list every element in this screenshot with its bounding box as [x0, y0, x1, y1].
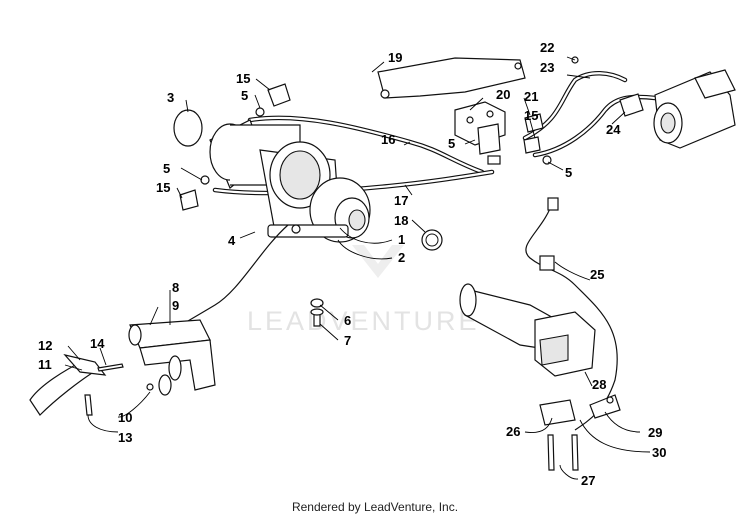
watermark: LEADVENTURE	[247, 245, 480, 336]
callout-16: 16	[381, 132, 395, 147]
callout-22: 22	[540, 40, 554, 55]
callout-14: 14	[90, 336, 105, 351]
callout-18: 18	[394, 213, 408, 228]
callout-labels: 3 15 5 5 15 16 17 18 1 2 4 6 7 8 9 10 13…	[38, 40, 666, 488]
watermark-text: LEADVENTURE	[247, 306, 480, 336]
callout-1: 1	[398, 232, 405, 247]
solenoid	[454, 101, 506, 165]
terminal-boots	[179, 83, 291, 211]
starter-motor	[653, 69, 736, 149]
mount-hardware	[310, 298, 324, 327]
callout-15-top: 15	[236, 71, 250, 86]
callout-5-top: 5	[241, 88, 248, 103]
callout-8: 8	[172, 280, 179, 295]
callout-4: 4	[228, 233, 236, 248]
cover-plate	[173, 109, 203, 147]
switch-mount	[539, 394, 621, 426]
leader-lines	[64, 56, 651, 480]
callout-3: 3	[167, 90, 174, 105]
callout-25: 25	[590, 267, 604, 282]
starter-boot	[619, 93, 644, 117]
handlebar-bracket	[128, 319, 216, 396]
callout-15-left: 15	[156, 180, 170, 195]
winch-power-cables	[212, 115, 495, 196]
lever	[29, 353, 107, 416]
callout-5-left: 5	[163, 161, 170, 176]
switch-screws	[547, 434, 579, 471]
callout-26: 26	[506, 424, 520, 439]
solenoid-terminals	[523, 56, 579, 165]
callout-6: 6	[344, 313, 351, 328]
callout-13: 13	[118, 430, 132, 445]
callout-20: 20	[496, 87, 510, 102]
callout-7: 7	[344, 333, 351, 348]
callout-2: 2	[398, 250, 405, 265]
callout-24: 24	[606, 122, 621, 137]
callout-30: 30	[652, 445, 666, 460]
callout-23: 23	[540, 60, 554, 75]
callout-28: 28	[592, 377, 606, 392]
callout-19: 19	[388, 50, 402, 65]
screws	[84, 363, 124, 416]
callout-5-right: 5	[565, 165, 572, 180]
callout-15-solenoid: 15	[524, 108, 538, 123]
callout-5-solenoid: 5	[448, 136, 455, 151]
cable-clamp	[421, 229, 443, 251]
solenoid-bracket	[377, 57, 526, 99]
callout-12: 12	[38, 338, 52, 353]
callout-17: 17	[394, 193, 408, 208]
callout-29: 29	[648, 425, 662, 440]
callout-9: 9	[172, 298, 179, 313]
callout-27: 27	[581, 473, 595, 488]
winch-motor	[209, 119, 371, 243]
callout-11: 11	[38, 357, 52, 372]
footer-credit: Rendered by LeadVenture, Inc.	[291, 500, 459, 514]
callout-21: 21	[524, 89, 538, 104]
callout-10: 10	[118, 410, 132, 425]
winch-switch	[534, 311, 596, 377]
